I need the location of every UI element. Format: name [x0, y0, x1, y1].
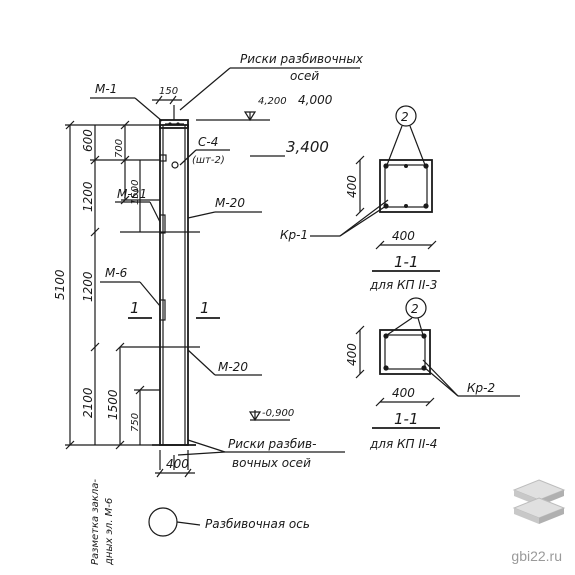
label-axes-bottom-line2: вочных осей [232, 456, 311, 470]
callout-2-lower [405, 297, 427, 319]
elevation-minus-0900: -0,900 [262, 408, 294, 419]
section-upper: 2 400 400 Кр-1 1-1 для КП II-3 [280, 105, 440, 292]
section-lower-dim-width: 400 [392, 386, 415, 400]
section-upper-subtitle: для КП II-3 [369, 278, 437, 292]
column-elevation: 1 1 [120, 105, 220, 470]
side-note-line1: Разметка закла- [90, 479, 101, 565]
section-lower-stirrup [384, 334, 426, 370]
callout-2-lower-text: 2 [411, 302, 419, 316]
label-m6: М-6 [105, 266, 128, 280]
label-axes-top-line1: Риски разбивочных [240, 52, 364, 66]
label-c4-note: (шт-2) [192, 155, 225, 166]
dim-1200-a: 1200 [81, 181, 95, 212]
axis-circle-symbol [148, 507, 178, 537]
label-m21: М-21 [117, 187, 147, 201]
section-upper-title: 1-1 [394, 253, 419, 271]
elevation-4200: 4,200 [258, 96, 287, 107]
label-m20-upper: М-20 [215, 196, 245, 210]
label-c4: С-4 [198, 135, 218, 149]
embed-m6 [159, 299, 166, 321]
section-lower-subtitle: для КП II-4 [369, 437, 437, 451]
cut-mark-right: 1 [200, 299, 210, 317]
section-lower-title: 1-1 [394, 410, 419, 428]
cut-mark-left: 1 [130, 299, 140, 317]
section-lower-outline [379, 329, 431, 375]
legend: Разбивочная ось [148, 507, 310, 537]
section-lower: 2 400 400 Кр-2 1-1 для КП II-4 [345, 297, 520, 451]
label-axes-top-line2: осей [290, 69, 319, 83]
dim-600: 600 [81, 129, 95, 152]
section-upper-rebar-label: Кр-1 [280, 228, 308, 242]
watermark-text: gbi22.ru [511, 548, 562, 564]
column-body [159, 124, 189, 446]
dim-1500-bottom: 1500 [106, 389, 120, 420]
dim-400-bottom: 400 [166, 457, 189, 471]
stacked-slabs-icon [512, 479, 566, 524]
section-lower-rebar-label: Кр-2 [467, 381, 495, 395]
label-axes-bottom-line1: Риски разбив- [228, 437, 316, 451]
section-upper-dim-width: 400 [392, 229, 415, 243]
watermark: gbi22.ru [508, 476, 570, 572]
dim-2100: 2100 [81, 387, 95, 418]
elevation-4000: 4,000 [298, 93, 333, 107]
dim-750: 750 [130, 413, 141, 432]
legend-text: Разбивочная ось [205, 517, 310, 531]
dim-1500-top: 1500 [130, 180, 141, 205]
dim-5100: 5100 [53, 269, 67, 300]
section-upper-stirrup [384, 164, 428, 208]
embed-m21 [159, 214, 166, 234]
embed-m21-top [159, 154, 167, 162]
callout-2-upper [395, 105, 417, 127]
label-m20-lower: М-20 [218, 360, 248, 374]
dim-1200-b: 1200 [81, 271, 95, 302]
section-upper-dim-height: 400 [345, 175, 359, 198]
section-lower-dim-height: 400 [345, 343, 359, 366]
side-note-line2: дных эл. М-6 [104, 498, 115, 566]
console-c4 [171, 161, 179, 169]
dim-700: 700 [114, 139, 125, 158]
top-annotations: М-1 150 Риски разбивочных осей 4,200 4,0… [90, 52, 364, 566]
section-upper-outline [379, 159, 433, 213]
dim-150: 150 [159, 86, 178, 97]
vertical-dimensions: 5100 600 1200 1200 2100 700 1500 1500 75… [53, 120, 160, 450]
callout-2-upper-text: 2 [401, 110, 409, 124]
label-m1: М-1 [95, 82, 117, 96]
elevation-3400: 3,400 [286, 138, 329, 156]
